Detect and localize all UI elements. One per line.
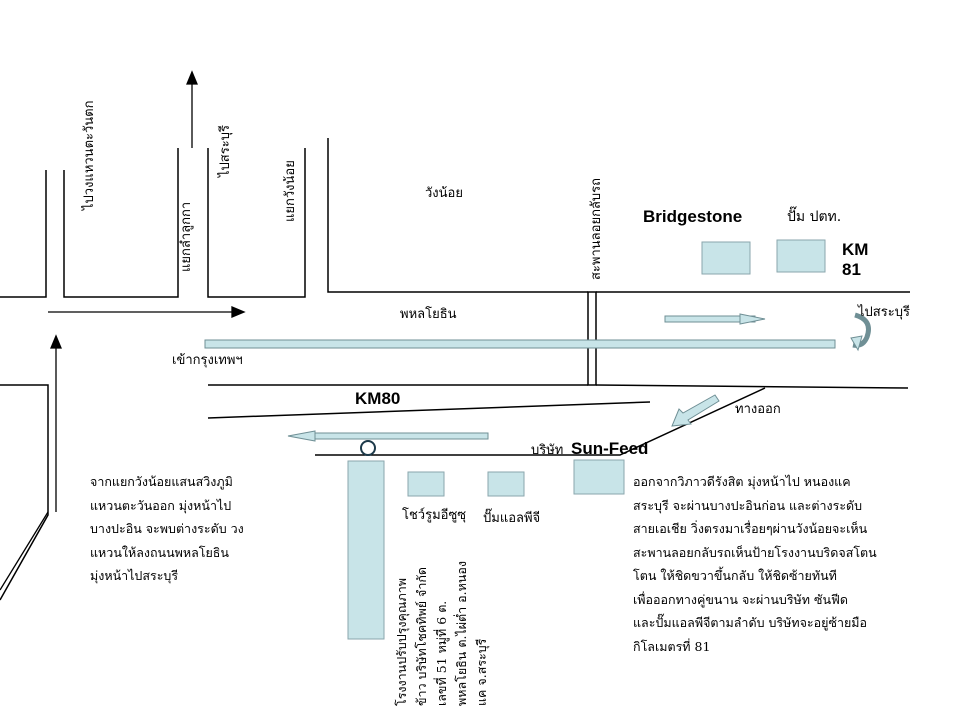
arrow-diag-left [0, 511, 49, 591]
arrow-north-head [186, 70, 198, 85]
arrow-left-body [304, 432, 489, 440]
label-to-saraburi-north: ไปสระบุรี [218, 125, 233, 177]
label-sunfeed-prefix: บริษัท [531, 443, 564, 458]
frontage-lower [315, 387, 766, 456]
label-overpass: สะพานลอยกลับรถ [589, 177, 604, 280]
label-to-saraburi-right: ไปสระบุรี [858, 305, 910, 320]
arrow-east-head [231, 306, 246, 318]
arrow-left-head [287, 430, 316, 442]
label-km81: KM 81 [842, 240, 869, 279]
label-ptt: ปั๊ม ปตท. [787, 209, 842, 225]
label-lpg-pump: ปั๊มแอลพีจี [483, 511, 541, 526]
arrow-right-head [739, 313, 766, 325]
exit-arrow [671, 394, 720, 427]
building-blocks [347, 239, 826, 640]
label-sunfeed: Sun-Feed [571, 439, 649, 458]
uturn-arrow-head [850, 335, 863, 352]
sunfeed-block [573, 459, 625, 495]
arrow-lines [0, 70, 246, 591]
road-left-top [0, 170, 47, 298]
frontage-upper [207, 401, 651, 419]
location-marker-icon [360, 440, 376, 456]
label-exit: ทางออก [735, 402, 781, 417]
road-upper-left-edge [327, 138, 588, 293]
road-lines [0, 138, 910, 601]
directions-left: จากแยกวังน้อยแสนสวิงภูมิ แหวนตะวันออก มุ… [90, 474, 244, 583]
overpass [587, 291, 597, 386]
label-to-bangkok: เข้ากรุงเทพฯ [172, 353, 243, 368]
label-km80: KM80 [355, 389, 401, 408]
directions-right: ออกจากวิภาวดีรังสิต มุ่งหน้าไป หนองแค สร… [633, 474, 877, 654]
label-lamlukka-junction: แยกลำลูกกา [179, 201, 194, 272]
label-phahonyothin: พหลโยธิน [400, 307, 457, 322]
arrow-up-left-head [50, 334, 62, 349]
label-wangnoi-junction: แยกวังน้อย [283, 160, 298, 222]
road-lower-edge-right [595, 384, 909, 389]
label-bridgestone: Bridgestone [643, 207, 743, 226]
label-wangnoi: วังน้อย [425, 186, 463, 201]
label-showroom: โชว์รูมอีซูซุ [402, 508, 467, 523]
factory-address: โรงงานปรับปรุงคุณภาพ ข้าว บริษัทโชคทิพย์… [394, 560, 489, 706]
factory-block [347, 460, 385, 640]
lpg-block [487, 471, 525, 497]
road-lamlukka [63, 148, 179, 298]
road-left-lower [0, 384, 49, 601]
label-to-rangsit-east: ไปวงแหวนตะวันตก [82, 100, 97, 211]
highway-median [204, 339, 836, 349]
road-wangnoi-junction [207, 148, 306, 298]
showroom-block [407, 471, 445, 497]
bridgestone-block [701, 241, 751, 275]
ptt-block [776, 239, 826, 273]
